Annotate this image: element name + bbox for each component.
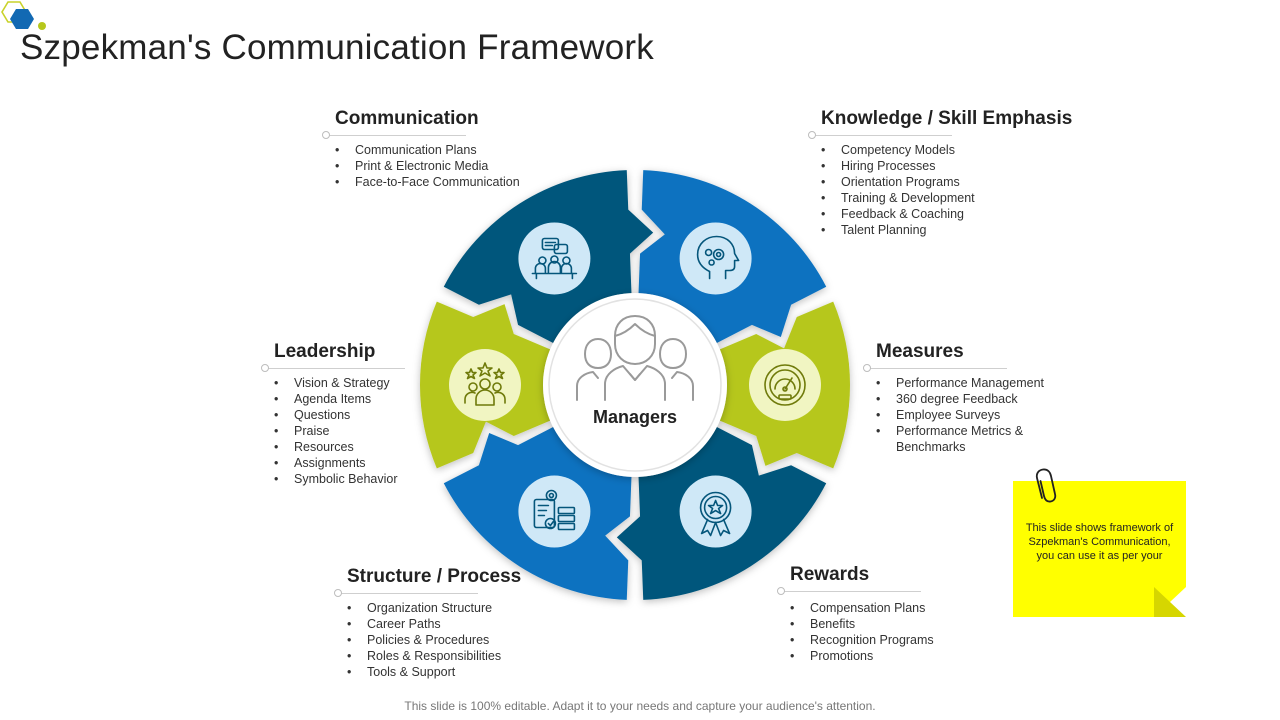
list-item: Assignments (274, 455, 398, 471)
award-badge-icon (699, 491, 732, 537)
sticky-note: This slide shows framework of Szpekman's… (1013, 481, 1186, 617)
section-structure: Structure / Process Organization Structu… (334, 566, 521, 680)
list-item: Questions (274, 407, 398, 423)
section-marker (863, 364, 871, 372)
list-item: Hiring Processes (821, 158, 1072, 174)
icon-circle (749, 349, 821, 421)
section-heading: Leadership (274, 341, 376, 362)
list-item: Employee Surveys (876, 407, 1044, 423)
section-divider (267, 368, 405, 369)
list-item: Symbolic Behavior (274, 471, 398, 487)
list-item: Promotions (790, 648, 934, 664)
section-rewards: Rewards Compensation Plans Benefits Reco… (777, 564, 934, 664)
managers-group-icon (576, 315, 694, 401)
speedometer-icon (764, 364, 806, 406)
section-divider (814, 135, 952, 136)
section-list: Competency Models Hiring Processes Orien… (821, 138, 1072, 238)
meeting-icon (531, 237, 578, 280)
list-item: 360 degree Feedback (876, 391, 1044, 407)
section-marker (322, 131, 330, 139)
list-item: Agenda Items (274, 391, 398, 407)
note-fold (1154, 587, 1186, 617)
logo-icon (1, 1, 46, 30)
section-leadership: Leadership Vision & Strategy Agenda Item… (261, 341, 405, 487)
section-marker (808, 131, 816, 139)
list-item: Policies & Procedures (347, 632, 521, 648)
list-item: Praise (274, 423, 398, 439)
list-item-continuation: Benchmarks (896, 440, 966, 454)
list-item: Career Paths (347, 616, 521, 632)
section-marker (334, 589, 342, 597)
team-stars-icon (464, 362, 506, 406)
section-list: Performance Management 360 degree Feedba… (876, 371, 1044, 455)
section-knowledge: Knowledge / Skill Emphasis Competency Mo… (808, 108, 1072, 238)
list-item: Print & Electronic Media (335, 158, 520, 174)
section-list: Compensation Plans Benefits Recognition … (790, 594, 934, 664)
section-divider (340, 593, 478, 594)
section-heading: Structure / Process (347, 566, 522, 587)
icon-circle (679, 475, 752, 548)
footer-text: This slide is 100% editable. Adapt it to… (404, 699, 876, 713)
section-marker (777, 587, 785, 595)
framework-ring: Managers (420, 170, 850, 600)
note-text: This slide shows framework of Szpekman's… (1025, 522, 1174, 562)
section-heading: Rewards (790, 564, 870, 585)
list-item: Recognition Programs (790, 632, 934, 648)
center-circle (543, 293, 727, 477)
section-list: Communication Plans Print & Electronic M… (335, 138, 520, 190)
section-list: Vision & Strategy Agenda Items Questions… (274, 371, 398, 487)
section-heading: Measures (876, 341, 964, 362)
section-heading: Communication (335, 108, 479, 129)
section-list: Organization Structure Career Paths Poli… (347, 596, 521, 680)
center-label: Managers (593, 407, 677, 427)
list-item: Feedback & Coaching (821, 206, 1072, 222)
list-item: Orientation Programs (821, 174, 1072, 190)
section-heading: Knowledge / Skill Emphasis (821, 108, 1073, 129)
section-divider (328, 135, 466, 136)
list-item: Competency Models (821, 142, 1072, 158)
list-item: Communication Plans (335, 142, 520, 158)
list-item: Performance Management (876, 375, 1044, 391)
list-item: Performance Metrics & (876, 423, 1044, 439)
list-item: Training & Development (821, 190, 1072, 206)
page-title: Szpekman's Communication Framework (20, 28, 654, 67)
list-item: Tools & Support (347, 664, 521, 680)
process-document-icon (533, 489, 576, 531)
list-item: Resources (274, 439, 398, 455)
list-item: Talent Planning (821, 222, 1072, 238)
list-item: Organization Structure (347, 600, 521, 616)
paperclip-icon (1035, 468, 1057, 503)
section-measures: Measures Performance Management 360 degr… (863, 341, 1044, 455)
section-communication: Communication Communication Plans Print … (322, 108, 520, 190)
section-divider (783, 591, 921, 592)
list-item: Vision & Strategy (274, 375, 398, 391)
head-gears-icon (696, 235, 740, 280)
list-item: Compensation Plans (790, 600, 934, 616)
icon-circle (449, 349, 521, 421)
list-item: Roles & Responsibilities (347, 648, 521, 664)
list-item: Face-to-Face Communication (335, 174, 520, 190)
icon-circle (518, 222, 591, 295)
section-marker (261, 364, 269, 372)
list-item: Benefits (790, 616, 934, 632)
section-divider (869, 368, 1007, 369)
